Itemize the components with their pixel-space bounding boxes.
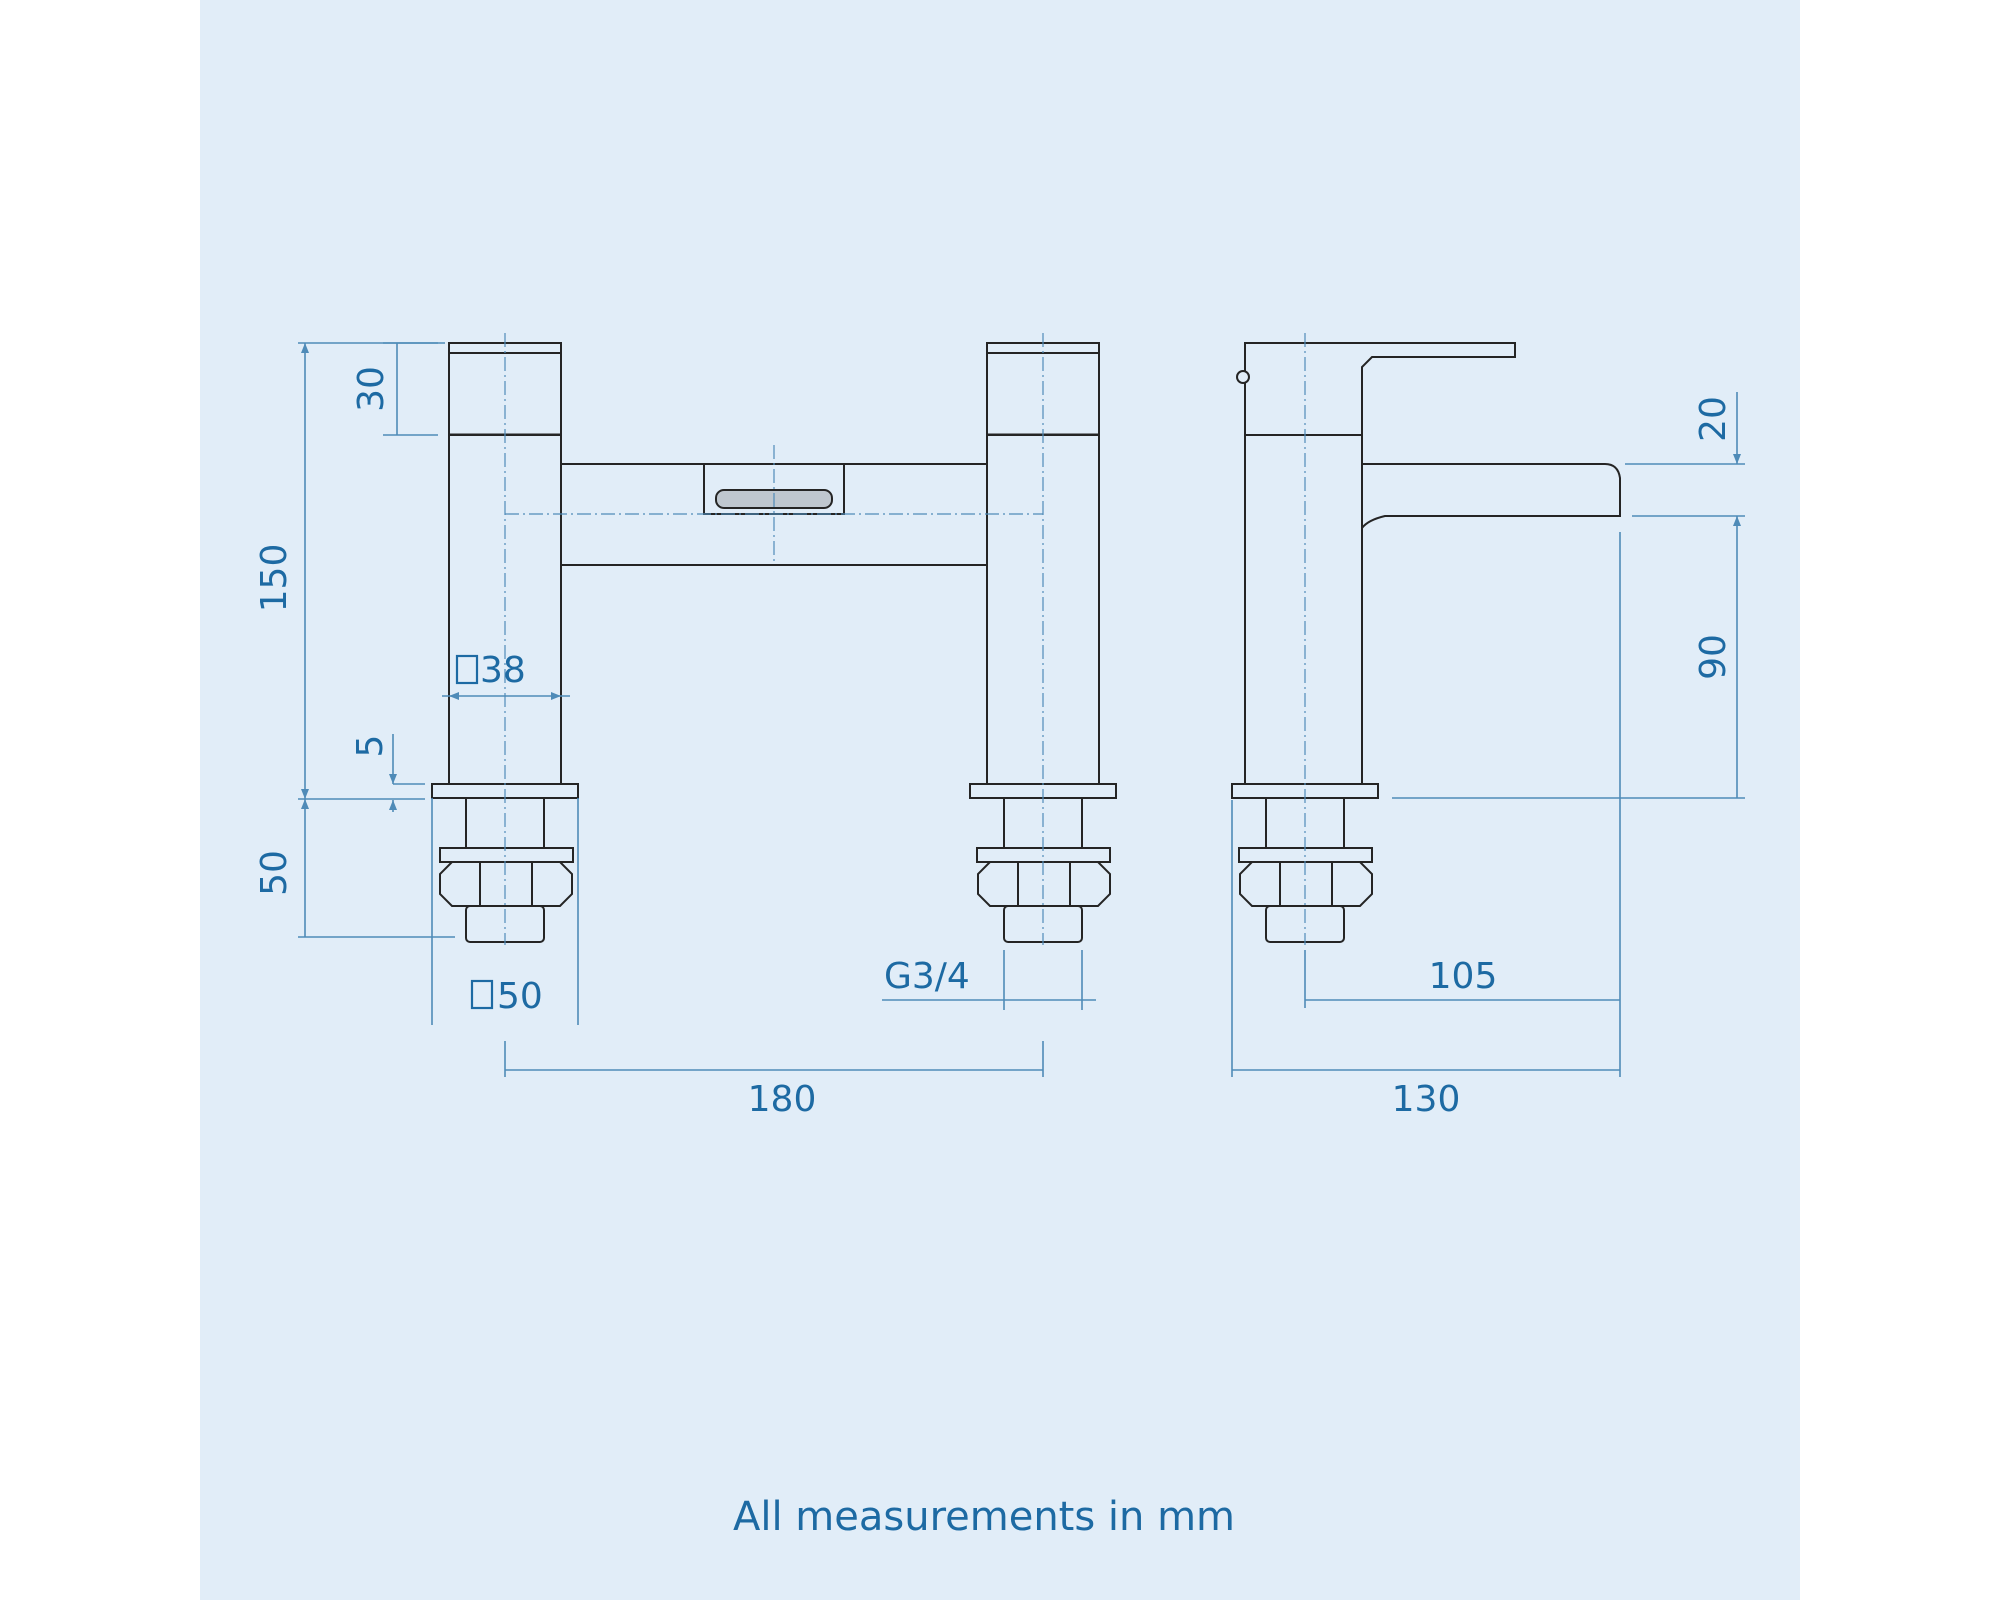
dimension-lines bbox=[298, 342, 1745, 1077]
dim-body-width: 38 bbox=[480, 650, 526, 691]
dim-base-width: 50 bbox=[497, 976, 543, 1017]
dim-spout-clearance: 90 bbox=[1693, 634, 1734, 680]
dim-tail-height: 50 bbox=[254, 850, 295, 896]
dim-depth: 130 bbox=[1392, 1079, 1461, 1120]
dim-reach: 105 bbox=[1429, 956, 1498, 997]
measurements-note: All measurements in mm bbox=[733, 1494, 1235, 1540]
dim-base-gap: 5 bbox=[350, 735, 391, 758]
center-lines bbox=[504, 333, 1306, 945]
square-symbol-icon bbox=[470, 979, 494, 1010]
dim-thread: G3/4 bbox=[884, 956, 970, 997]
dim-spout-height: 20 bbox=[1693, 396, 1734, 442]
side-view bbox=[1231, 342, 1621, 943]
dim-handle-height: 30 bbox=[351, 366, 392, 412]
dim-total-height: 150 bbox=[254, 544, 295, 613]
square-symbol-icon bbox=[455, 654, 479, 685]
dim-centers: 180 bbox=[748, 1079, 817, 1120]
